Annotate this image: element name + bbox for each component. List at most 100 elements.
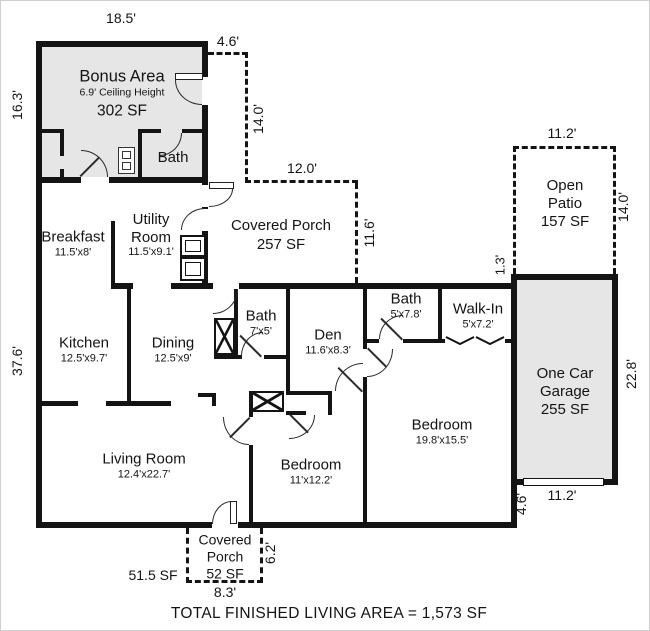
- wall: [36, 177, 42, 528]
- room-name: Bonus Area: [79, 67, 165, 86]
- room-name: Covered Porch: [198, 531, 252, 565]
- room-label-bedroom-second: Bedroom 11'x12.2': [281, 457, 342, 488]
- dashed-boundary: [208, 52, 248, 55]
- door-opening: [202, 209, 208, 231]
- room-label-utility: Utility Room 11.5'x9.1': [115, 211, 187, 259]
- room-dims: 11.5'x8': [54, 246, 92, 259]
- vanity-sink-icon: [118, 147, 135, 174]
- room-dims: 11.5'x9.1': [128, 246, 174, 259]
- room-dims: 5'x7.2': [462, 318, 494, 331]
- dim-patio-width: 11.2': [547, 125, 577, 141]
- wall: [113, 283, 133, 289]
- room-label-covered-porch-north: Covered Porch 257 SF: [231, 217, 331, 253]
- wall: [111, 221, 115, 289]
- room-name: Bath: [245, 307, 277, 325]
- dim-porch-offset: 4.6': [216, 33, 240, 49]
- room-area: 52 SF: [206, 565, 244, 582]
- wall: [363, 289, 367, 391]
- wall: [511, 274, 618, 280]
- wall: [286, 391, 332, 395]
- dryer-icon: [180, 257, 206, 281]
- door-opening: [81, 177, 109, 183]
- room-name: Kitchen: [58, 334, 110, 352]
- wall: [36, 129, 64, 133]
- bifold-door-icon: [445, 333, 475, 351]
- room-label-den: Den 11.6'x8.3': [305, 327, 351, 358]
- dim-house-depth: 37.6': [9, 346, 25, 376]
- door-leaf: [209, 182, 234, 189]
- room-name: Covered Porch: [230, 216, 332, 234]
- room-name: Bath: [157, 149, 189, 167]
- door-opening: [213, 283, 239, 289]
- dim-patio-depth: 14.0': [615, 192, 631, 222]
- wall: [36, 522, 517, 528]
- room-label-master-bath: Bath 5'x7.8': [390, 291, 421, 322]
- wall: [363, 391, 367, 528]
- room-label-breakfast: Breakfast 11.5'x8': [41, 229, 104, 260]
- dashed-boundary: [245, 52, 248, 183]
- room-name: One Car Garage: [536, 364, 594, 400]
- door-arc: [209, 189, 233, 207]
- room-area: 157 SF: [540, 213, 590, 231]
- wall: [138, 129, 161, 133]
- wall: [106, 401, 171, 406]
- wall: [212, 393, 216, 406]
- washer-icon: [180, 235, 206, 257]
- dim-porch-east: 11.6': [361, 218, 377, 248]
- dryer-door: [185, 262, 201, 276]
- dashed-boundary: [355, 183, 358, 283]
- room-dims: 5'x7.8': [390, 308, 422, 321]
- dim-porch-width: 12.0': [287, 160, 317, 176]
- room-name: Walk-In: [452, 300, 504, 318]
- room-label-bonus-bath: Bath: [158, 149, 189, 167]
- room-dims: 7'x5': [250, 325, 272, 338]
- wall: [36, 177, 208, 183]
- room-name: Den: [314, 326, 342, 344]
- dim-garage-depth: 22.8': [623, 359, 639, 389]
- room-name: Bath: [390, 290, 422, 308]
- garage-fill: [511, 274, 618, 485]
- dashed-boundary: [245, 180, 358, 183]
- room-label-walk-in: Walk-In 5'x7.2': [453, 301, 503, 332]
- wall: [328, 391, 332, 415]
- room-area: 302 SF: [97, 102, 147, 120]
- door-opening: [202, 185, 208, 207]
- room-dims: 11.6'x8.3': [305, 344, 351, 357]
- sink-icon: [122, 162, 131, 170]
- room-name: Bedroom: [411, 416, 473, 434]
- wall: [249, 391, 253, 528]
- dim-stoop-area: 51.5 SF: [128, 567, 178, 583]
- room-area: 255 SF: [540, 401, 590, 419]
- wall: [127, 289, 131, 406]
- door-opening: [202, 77, 208, 105]
- door-opening: [249, 417, 253, 445]
- dim-porch-depth: 14.0': [250, 104, 266, 134]
- room-area: 257 SF: [256, 235, 306, 253]
- wall: [505, 339, 517, 343]
- dim-stoop-width: 8.3': [213, 584, 237, 600]
- wall: [214, 355, 242, 359]
- wall: [264, 355, 290, 359]
- wall: [182, 129, 202, 133]
- wall: [208, 283, 517, 289]
- dim-stoop-depth: 6.2': [262, 541, 278, 565]
- dim-bonus-width: 18.5': [106, 10, 136, 26]
- room-label-bedroom-main: Bedroom 19.8'x15.5': [412, 417, 473, 448]
- total-living-area-text: TOTAL FINISHED LIVING AREA = 1,573 SF: [170, 605, 488, 622]
- room-label-open-patio: Open Patio 157 SF: [537, 177, 593, 231]
- wall: [198, 393, 216, 397]
- sink-icon: [122, 151, 131, 159]
- dim-bonus-depth: 16.3': [9, 90, 25, 120]
- wall: [367, 339, 379, 343]
- bifold-door-icon: [475, 333, 505, 351]
- wall: [36, 41, 42, 183]
- room-label-hall-bath: Bath 7'x5': [246, 308, 277, 339]
- wall: [202, 177, 208, 289]
- door-opening: [212, 522, 238, 528]
- wall: [60, 129, 64, 156]
- dim-garage-door-width: 11.2': [547, 487, 577, 503]
- wall: [511, 274, 517, 528]
- wall: [286, 289, 290, 391]
- room-dims: 12.5'x9.7': [60, 352, 108, 365]
- room-name: Utility Room: [130, 210, 171, 246]
